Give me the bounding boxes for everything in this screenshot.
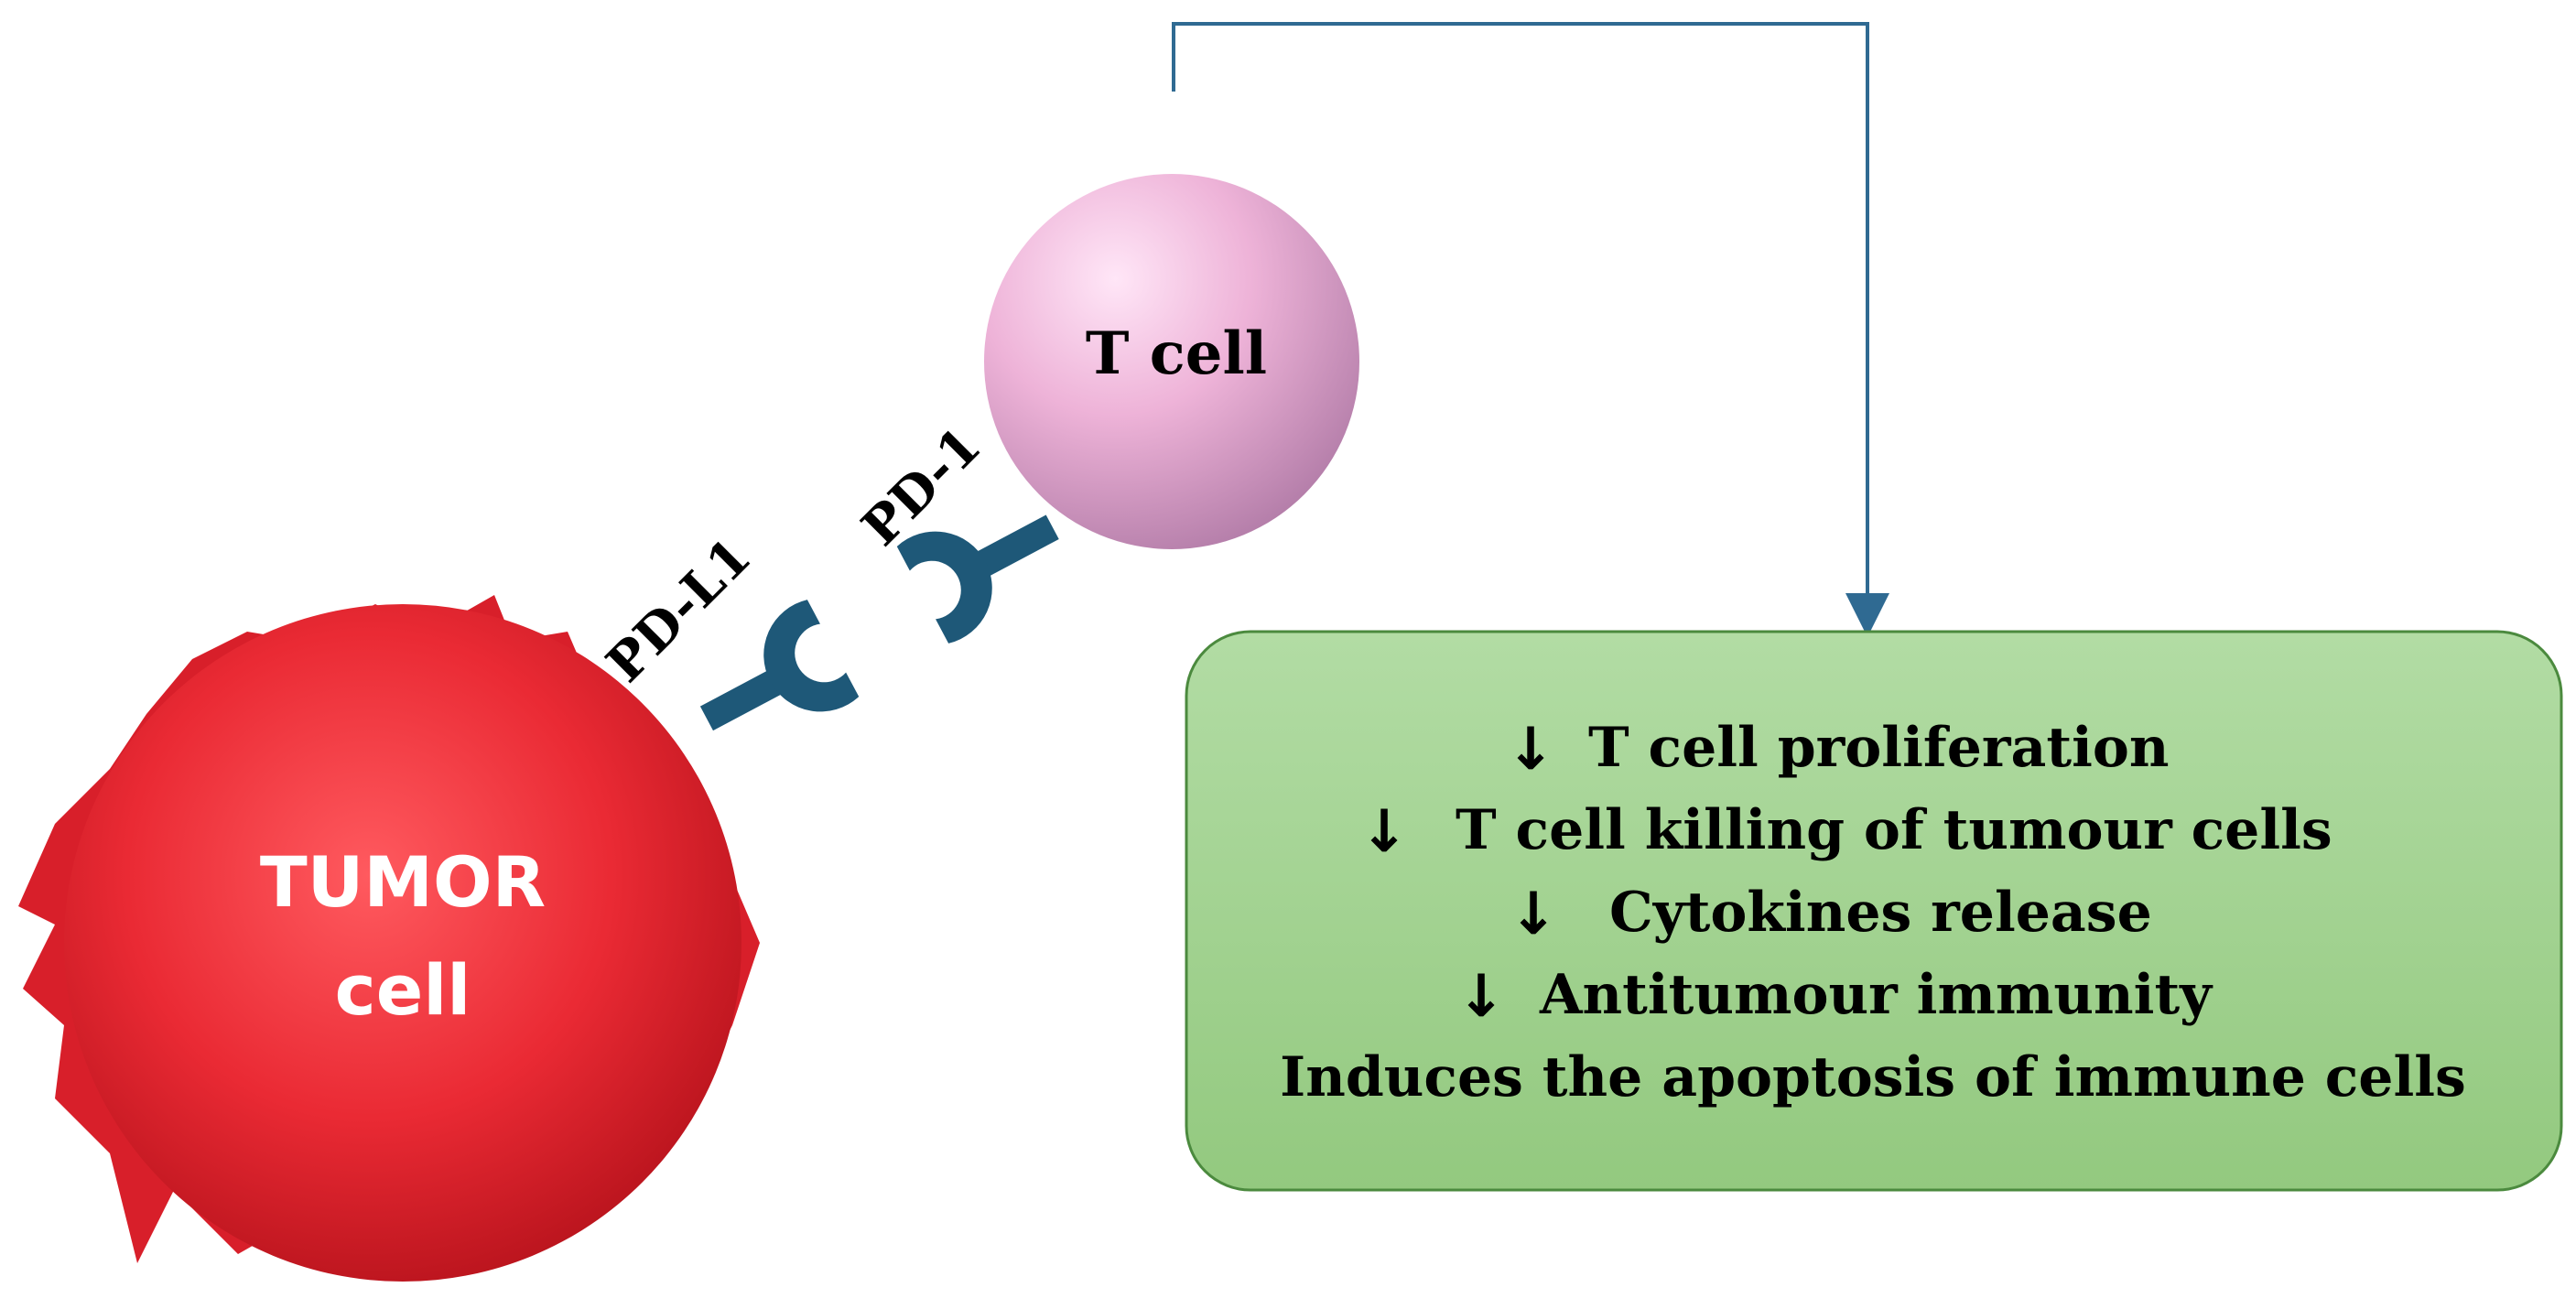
effect-line-4: ↓ Antitumour immunity <box>1456 963 2213 1031</box>
connector-arrow <box>1172 22 1889 637</box>
effect-text: T cell killing of tumour cells <box>1456 798 2332 862</box>
down-arrow-icon: ↓ <box>1509 881 1558 948</box>
effects-box: ↓ T cell proliferation ↓ T cell killing … <box>1185 630 2563 1192</box>
effect-text: Induces the apoptosis of immune cells <box>1280 1045 2466 1109</box>
effect-text: Cytokines release <box>1609 881 2152 945</box>
effect-line-3: ↓ Cytokines release <box>1509 881 2152 948</box>
effect-line-1: ↓ T cell proliferation <box>1506 716 2169 784</box>
pd-l1-receptor <box>699 600 860 731</box>
down-arrow-icon: ↓ <box>1456 963 1506 1031</box>
effect-line-2: ↓ T cell killing of tumour cells <box>1359 798 2332 866</box>
tumor-label-line1: TUMOR <box>260 841 546 923</box>
pd-l1-label: PD-L1 <box>595 526 763 694</box>
effect-text: T cell proliferation <box>1588 716 2170 780</box>
down-arrow-icon: ↓ <box>1506 716 1555 784</box>
tumor-label-line2: cell <box>335 949 471 1031</box>
down-arrow-icon: ↓ <box>1359 798 1409 866</box>
pd-1-receptor <box>896 514 1059 644</box>
tumor-cell: TUMOR cell <box>18 595 760 1282</box>
t-cell: T cell <box>984 174 1359 549</box>
tumor-body <box>64 604 741 1282</box>
t-cell-body <box>984 174 1359 549</box>
t-cell-label: T cell <box>1086 319 1267 388</box>
effect-line-5: Induces the apoptosis of immune cells <box>1280 1045 2466 1109</box>
effect-text: Antitumour immunity <box>1539 963 2213 1027</box>
effects-box-bg <box>1185 630 2563 1192</box>
